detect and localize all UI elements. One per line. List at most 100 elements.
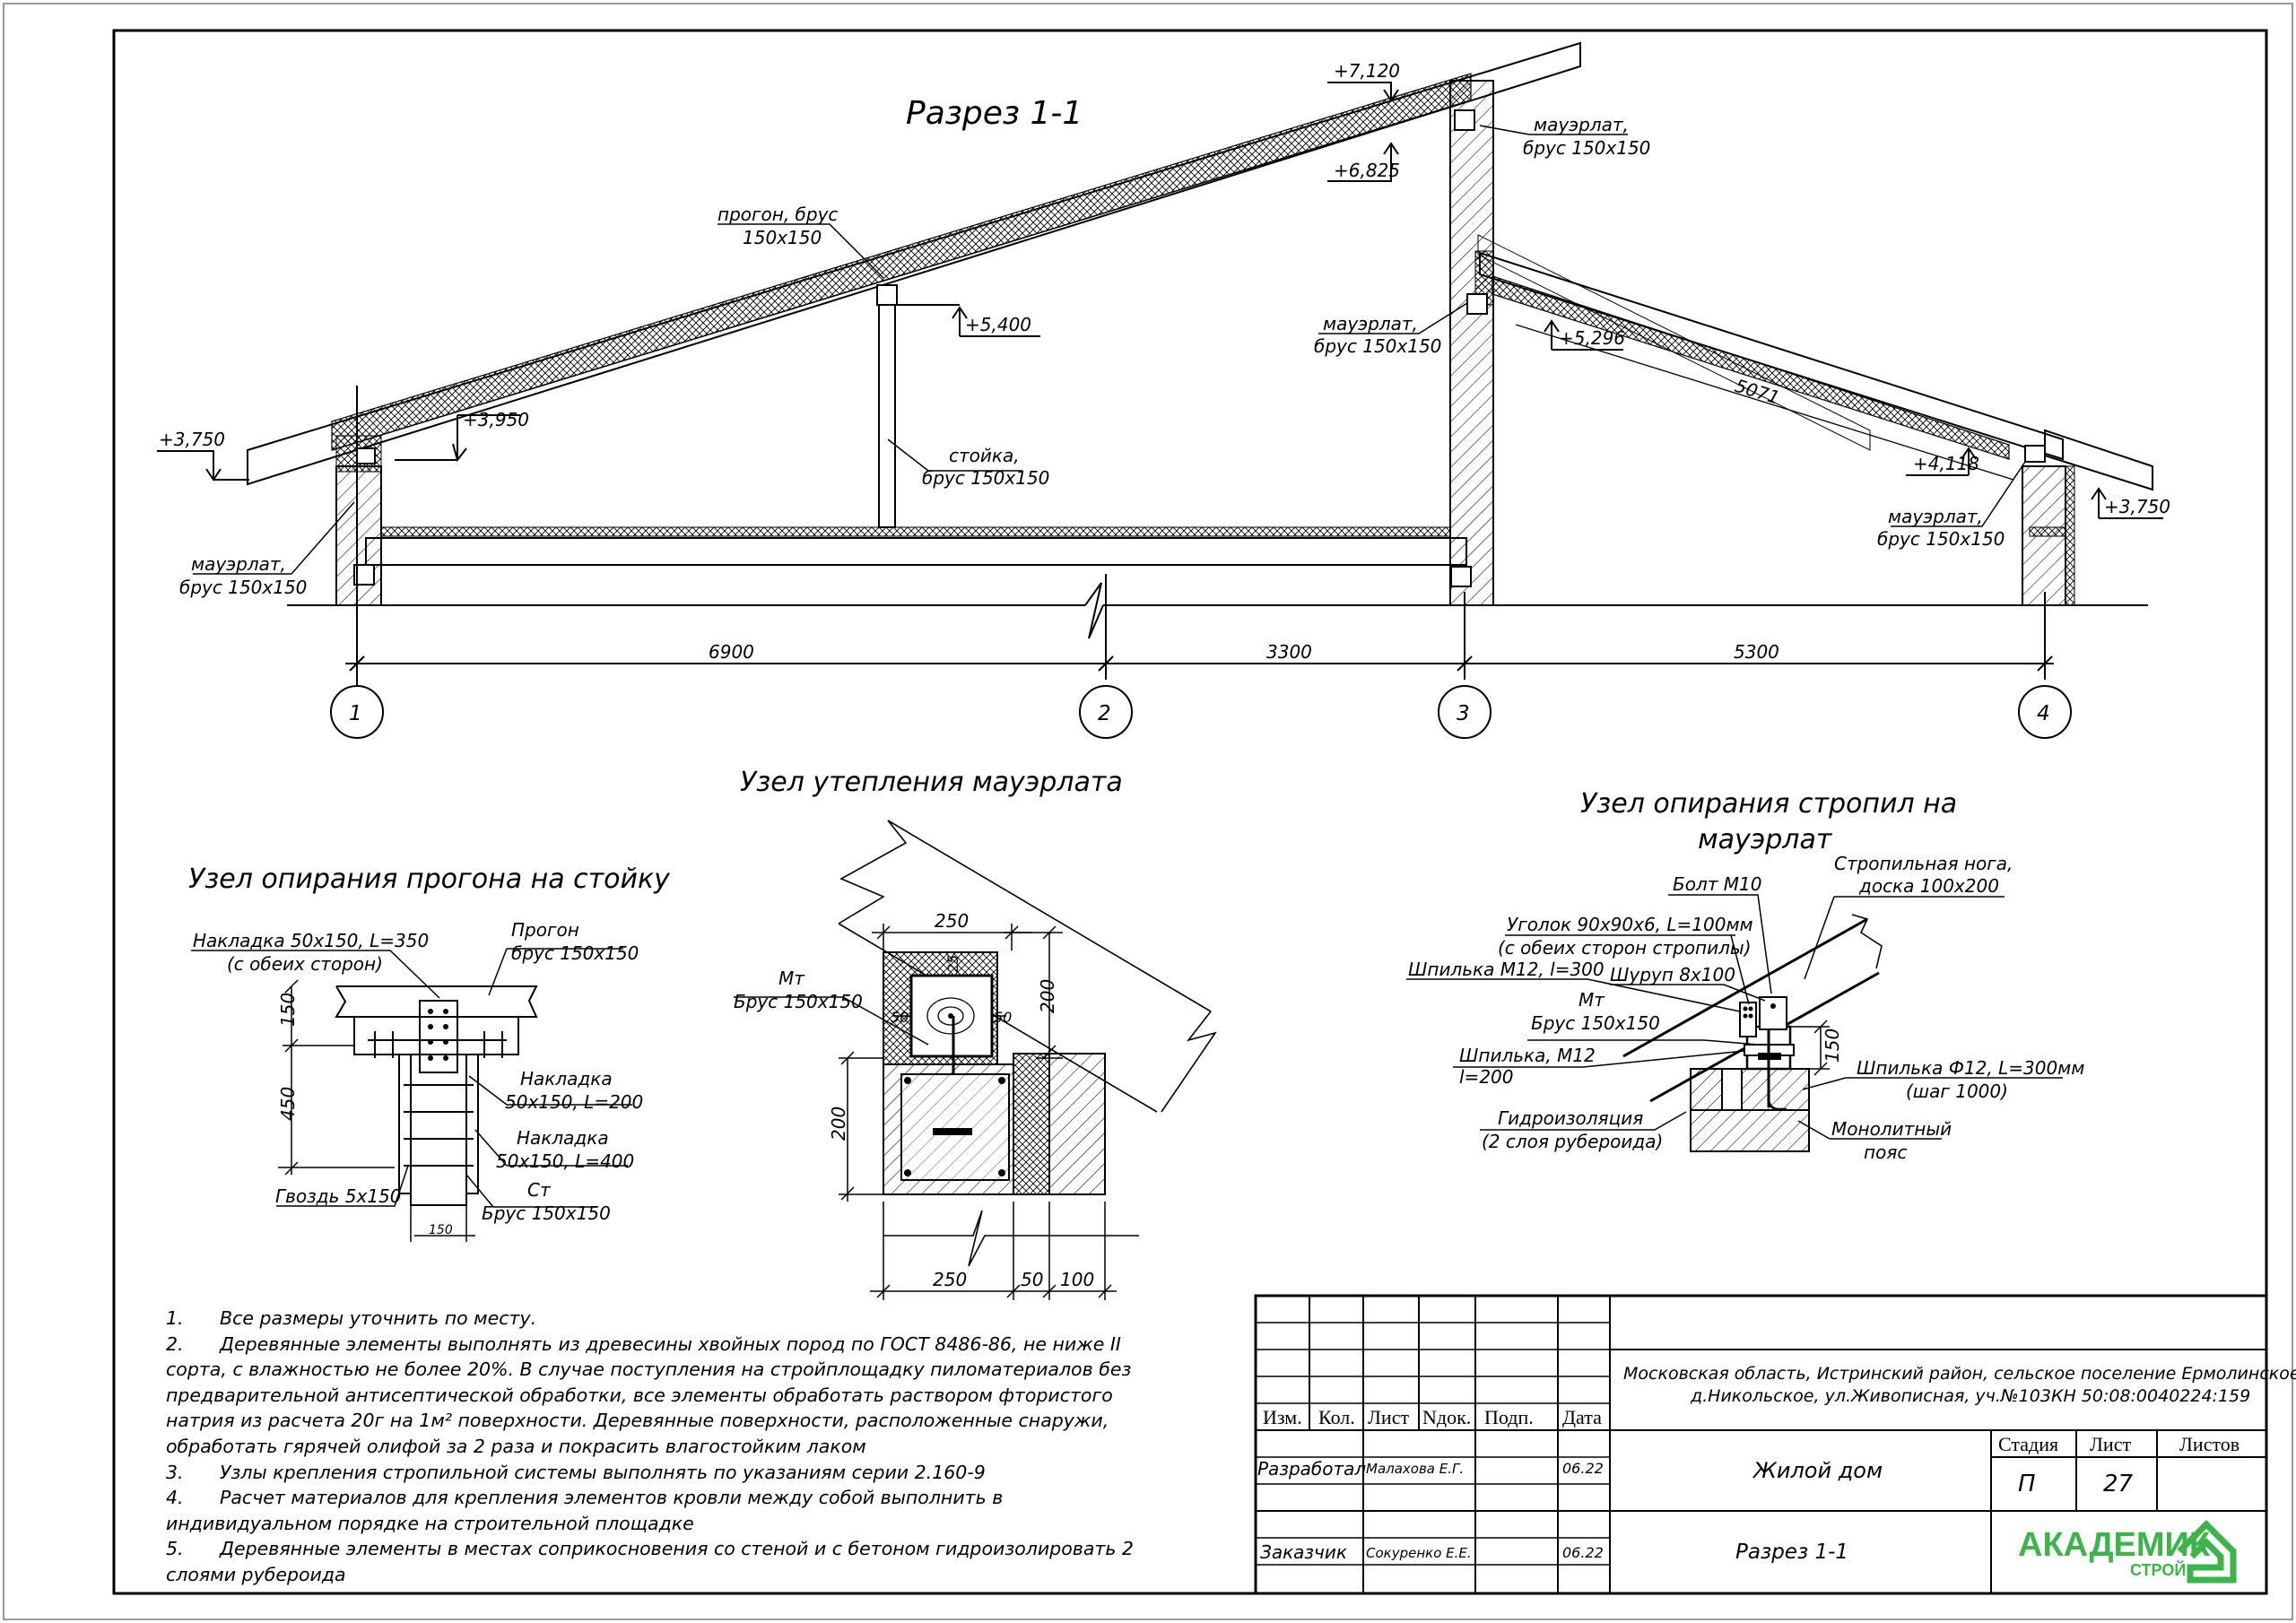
- tb-customer-label: Заказчик: [1260, 1541, 1347, 1563]
- mauerlat-left: [356, 447, 376, 464]
- tb-header-kol: Кол.: [1318, 1406, 1355, 1428]
- axis-marker-3: [1438, 685, 1492, 739]
- tb-header-ndok: Nдок.: [1422, 1406, 1471, 1428]
- note-5-num: 5.: [166, 1538, 184, 1560]
- note-3-num: 3.: [166, 1461, 184, 1483]
- callout-mau-right-2: брус 150х150: [1877, 528, 2005, 550]
- dim-ins-50-bottom: 50: [1021, 1269, 1043, 1290]
- elev-3750-left: +3,750: [159, 429, 225, 450]
- label-waterproof-1: Гидроизоляция: [1498, 1107, 1643, 1129]
- main-roof-insulation: [331, 73, 1472, 451]
- note-5: 5.Деревянные элементы в местах соприкосн…: [166, 1536, 1161, 1587]
- node-post-title: Узел опирания прогона на стойку: [188, 864, 671, 895]
- axis-marker-2: [1079, 685, 1133, 739]
- label-waterproof-2: (2 слоя рубероида): [1482, 1131, 1663, 1152]
- tb-developed-label: Разработал: [1257, 1458, 1366, 1480]
- tb-sheet: 27: [2103, 1471, 2134, 1497]
- elev-3950: +3,950: [463, 409, 529, 430]
- label-angle-2: (с обеих сторон стропилы): [1498, 937, 1752, 959]
- label-rafter-mt-2: Брус 150х150: [1531, 1012, 1660, 1034]
- node-rafter: Узел опирания стропил на мауэрлат 150: [1406, 788, 2084, 1163]
- dim-post-150: 150: [277, 993, 299, 1027]
- tb-stage-label: Стадия: [1998, 1433, 2058, 1455]
- note-2-num: 2.: [166, 1332, 184, 1355]
- elev-7120: +7,120: [1334, 60, 1400, 82]
- dim-post-450: 450: [277, 1087, 299, 1121]
- callout-post-1: стойка,: [949, 445, 1020, 466]
- logo-house-icon: [2177, 1520, 2237, 1584]
- tb-header-podp: Подп.: [1484, 1406, 1534, 1428]
- label-plate400-1: Накладка: [517, 1127, 609, 1149]
- tb-developed-date: 06.22: [1562, 1460, 1604, 1477]
- note-3-text: Узлы крепления стропильной системы выпол…: [220, 1461, 986, 1483]
- axis-label-3: 3: [1457, 702, 1470, 725]
- ceiling-slab: [365, 537, 1467, 566]
- node-insulation: Узел утепления мауэрлата: [734, 767, 1217, 1300]
- label-plate350-1: Накладка 50х150, L=350: [193, 930, 429, 951]
- elev-6825: +6,825: [1334, 160, 1400, 181]
- label-plate200-2: 50х150, L=200: [505, 1091, 643, 1113]
- label-stud300: Шпилька М12, l=300: [1408, 959, 1605, 980]
- note-3: 3. Узлы крепления стропильной системы вып…: [166, 1460, 1161, 1486]
- note-4-text: Расчет материалов для крепления элементо…: [166, 1487, 1004, 1534]
- elev-4118: +4,118: [1913, 453, 1979, 474]
- dim-ins-100-bottom: 100: [1060, 1269, 1094, 1290]
- note-2-text: Деревянные элементы выполнять из древеси…: [166, 1332, 1132, 1457]
- label-post-1: Ст: [527, 1179, 552, 1201]
- tb-address-1: Московская область, Истринский район, се…: [1623, 1364, 2296, 1384]
- callout-mau-mid-2: брус 150х150: [1314, 335, 1441, 357]
- general-notes: 1. Все размеры уточнить по месту. 2.Дерев…: [166, 1306, 1161, 1588]
- label-nail: Гвоздь 5х150: [275, 1185, 402, 1207]
- label-post-2: Брус 150х150: [482, 1202, 611, 1224]
- tb-object: Жилой дом: [1752, 1458, 1883, 1483]
- callout-mau-top-2: брус 150х150: [1523, 137, 1650, 159]
- callout-post-2: брус 150х150: [922, 467, 1049, 489]
- note-1-num: 1.: [166, 1307, 184, 1329]
- tb-sheet-label: Лист: [2090, 1433, 2131, 1455]
- node-insulation-title: Узел утепления мауэрлата: [740, 767, 1123, 798]
- node-post-column: [410, 1054, 467, 1206]
- wall-axis-3: [1449, 80, 1494, 606]
- dim-ins-200-left: 200: [828, 1107, 849, 1141]
- label-belt-2: пояс: [1864, 1141, 1907, 1163]
- label-plate350-2: (с обеих сторон): [227, 953, 383, 975]
- tb-stage: П: [2018, 1471, 2036, 1497]
- note-1-text: Все размеры уточнить по месту.: [220, 1307, 537, 1329]
- dim-ins-200-right: 200: [1037, 979, 1058, 1013]
- tb-customer-name: Сокуренко Е.Е.: [1366, 1545, 1472, 1561]
- callout-purlin-1: прогон, брус: [718, 204, 838, 225]
- elev-3750-right: +3,750: [2104, 496, 2170, 517]
- axis-label-2: 2: [1098, 702, 1111, 725]
- callout-purlin-2: 150х150: [743, 227, 822, 248]
- axis-marker-1: [330, 685, 384, 739]
- label-plate200-1: Накладка: [520, 1068, 613, 1089]
- mauerlat-right: [2024, 445, 2046, 463]
- label-purlin-1: Прогон: [511, 919, 579, 941]
- drawing-frame: [112, 29, 2268, 1595]
- mauerlat-mid: [1466, 293, 1488, 315]
- callout-mau-mid-1: мауэрлат,: [1323, 313, 1418, 334]
- dim-5300: 5300: [1734, 641, 1779, 663]
- label-angle-1: Уголок 90х90х6, L=100мм: [1507, 914, 1753, 935]
- label-screw: Шуруп 8х100: [1610, 964, 1735, 985]
- callout-mau-left-1: мауэрлат,: [191, 553, 286, 575]
- note-4: 4.Расчет материалов для крепления элемен…: [166, 1485, 1161, 1536]
- label-plate400-2: 50х150, L=400: [496, 1150, 634, 1172]
- label-mt-2: Брус 150х150: [734, 991, 863, 1012]
- elev-5400: +5,400: [965, 314, 1031, 335]
- node-rafter-title-2: мауэрлат: [1698, 824, 1833, 855]
- tb-header-izm: Изм.: [1263, 1406, 1302, 1428]
- tb-address-2: д.Никольское, ул.Живописная, уч.№103КН 5…: [1690, 1386, 2250, 1406]
- label-belt-1: Монолитный: [1831, 1118, 1952, 1140]
- node-rafter-title-1: Узел опирания стропил на: [1580, 788, 1957, 820]
- post: [878, 286, 896, 528]
- dim-6900: 6900: [709, 641, 754, 663]
- callout-mau-left-2: брус 150х150: [179, 577, 307, 598]
- tb-customer-date: 06.22: [1562, 1544, 1604, 1561]
- label-mt-1: Мт: [778, 968, 805, 989]
- label-stud200-2: l=200: [1459, 1066, 1514, 1088]
- dim-ins-250-top: 250: [935, 910, 969, 932]
- callout-mau-top-1: мауэрлат,: [1534, 114, 1629, 135]
- logo-main-text: АКАДЕМИК: [2018, 1526, 2211, 1564]
